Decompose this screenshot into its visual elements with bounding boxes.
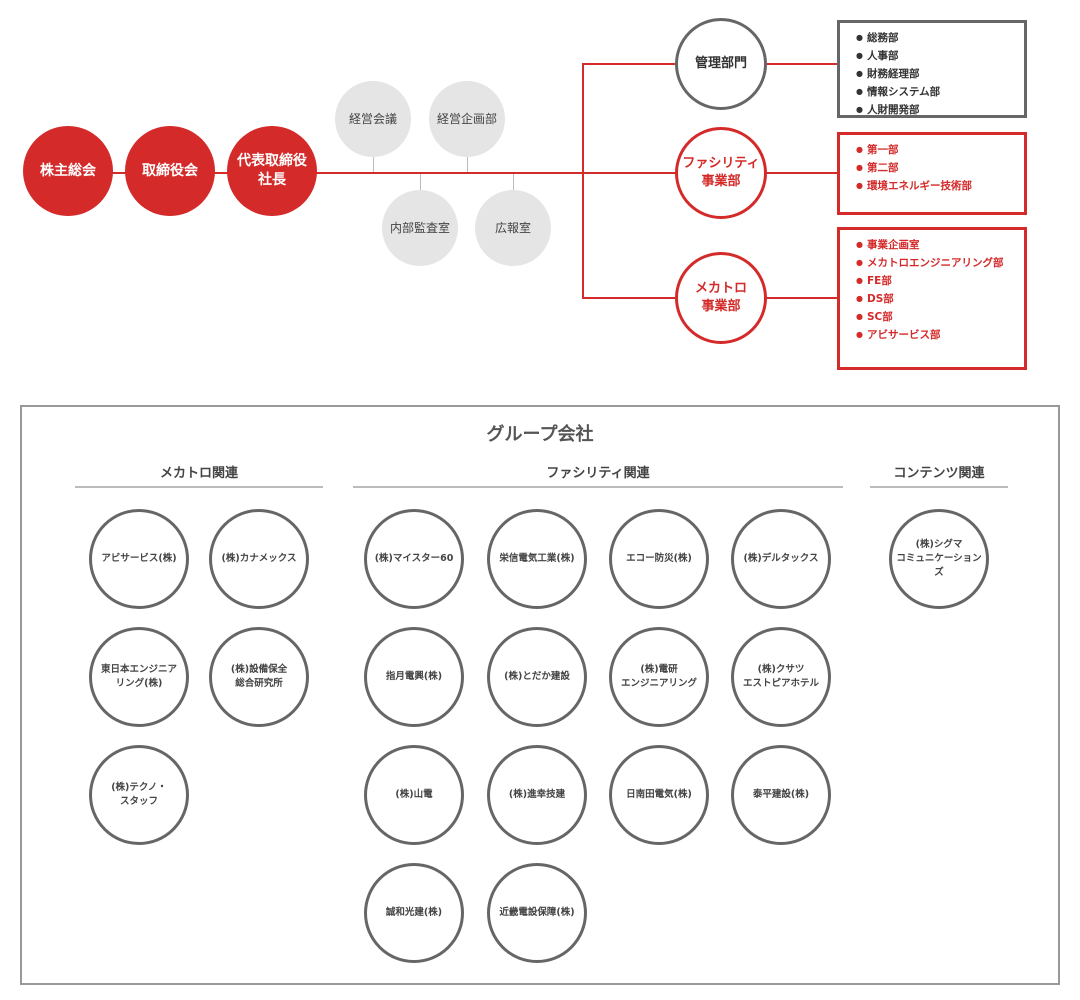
main-connector bbox=[70, 172, 582, 174]
branch-facility bbox=[582, 172, 677, 174]
group-company: エコー防災(株) bbox=[609, 509, 709, 609]
staff-link-1 bbox=[373, 157, 374, 172]
department-item: アビサービス部 bbox=[856, 326, 1024, 344]
staff-public-relations: 広報室 bbox=[475, 190, 551, 266]
group-company: (株)とだか建設 bbox=[487, 627, 587, 727]
category-contents-rule bbox=[870, 486, 1008, 488]
category-mechatro-rule bbox=[75, 486, 323, 488]
kanri-departments: 総務部 人事部 財務経理部 情報システム部 人財開発部 bbox=[837, 20, 1027, 118]
category-mechatro-label: メカトロ関連 bbox=[159, 466, 238, 481]
president-circle: 代表取締役 社長 bbox=[227, 126, 317, 216]
branch-mechatro bbox=[582, 297, 677, 299]
link-mechatro-box bbox=[766, 297, 838, 299]
mechatro-departments: 事業企画室 メカトロエンジニアリング部 FE部 DS部 SC部 アビサービス部 bbox=[837, 227, 1027, 370]
group-company: 誠和光建(株) bbox=[364, 863, 464, 963]
link-kanri-box bbox=[766, 63, 838, 65]
department-item: 第一部 bbox=[856, 141, 1024, 159]
group-company: (株)シグマ コミュニケーションズ bbox=[889, 509, 989, 609]
group-company: (株)クサツ エストピアホテル bbox=[731, 627, 831, 727]
department-item: 人財開発部 bbox=[856, 101, 1024, 119]
group-company: (株)山電 bbox=[364, 745, 464, 845]
group-company: (株)電研 エンジニアリング bbox=[609, 627, 709, 727]
staff-link-4 bbox=[513, 174, 514, 190]
category-contents-label: コンテンツ関連 bbox=[893, 466, 985, 481]
department-item: メカトロエンジニアリング部 bbox=[856, 254, 1024, 272]
facility-departments: 第一部 第二部 環境エネルギー技術部 bbox=[837, 132, 1027, 215]
group-company: 指月電興(株) bbox=[364, 627, 464, 727]
group-company: 日南田電気(株) bbox=[609, 745, 709, 845]
group-company: 泰平建設(株) bbox=[731, 745, 831, 845]
staff-corporate-planning: 経営企画部 bbox=[429, 81, 505, 157]
department-item: FE部 bbox=[856, 272, 1024, 290]
category-facility-label: ファシリティ関連 bbox=[546, 466, 650, 481]
division-mechatro: メカトロ 事業部 bbox=[675, 252, 767, 344]
branch-kanri bbox=[582, 63, 677, 65]
department-item: 総務部 bbox=[856, 29, 1024, 47]
group-company: (株)設備保全 総合研究所 bbox=[209, 627, 309, 727]
group-title: グループ会社 bbox=[486, 424, 594, 445]
department-item: 人事部 bbox=[856, 47, 1024, 65]
shareholders-circle: 株主総会 bbox=[23, 126, 113, 216]
group-company: (株)テクノ・ スタッフ bbox=[89, 745, 189, 845]
category-facility-rule bbox=[353, 486, 843, 488]
group-company: 東日本エンジニア リング(株) bbox=[89, 627, 189, 727]
group-company: (株)カナメックス bbox=[209, 509, 309, 609]
department-item: 情報システム部 bbox=[856, 83, 1024, 101]
department-item: 財務経理部 bbox=[856, 65, 1024, 83]
group-company: (株)デルタックス bbox=[731, 509, 831, 609]
group-companies-frame bbox=[20, 405, 1060, 985]
group-company: 近畿電設保障(株) bbox=[487, 863, 587, 963]
link-facility-box bbox=[766, 172, 838, 174]
group-company: アビサービス(株) bbox=[89, 509, 189, 609]
department-item: 第二部 bbox=[856, 159, 1024, 177]
staff-management-meeting: 経営会議 bbox=[335, 81, 411, 157]
group-company: 栄信電気工業(株) bbox=[487, 509, 587, 609]
staff-internal-audit: 内部監査室 bbox=[382, 190, 458, 266]
department-item: 事業企画室 bbox=[856, 236, 1024, 254]
division-trunk bbox=[582, 63, 584, 299]
department-item: 環境エネルギー技術部 bbox=[856, 177, 1024, 195]
group-company: (株)進幸技建 bbox=[487, 745, 587, 845]
staff-link-2 bbox=[467, 157, 468, 172]
department-item: SC部 bbox=[856, 308, 1024, 326]
department-item: DS部 bbox=[856, 290, 1024, 308]
division-kanri: 管理部門 bbox=[675, 18, 767, 110]
board-circle: 取締役会 bbox=[125, 126, 215, 216]
staff-link-3 bbox=[420, 174, 421, 190]
division-facility: ファシリティ 事業部 bbox=[675, 127, 767, 219]
group-company: (株)マイスター60 bbox=[364, 509, 464, 609]
